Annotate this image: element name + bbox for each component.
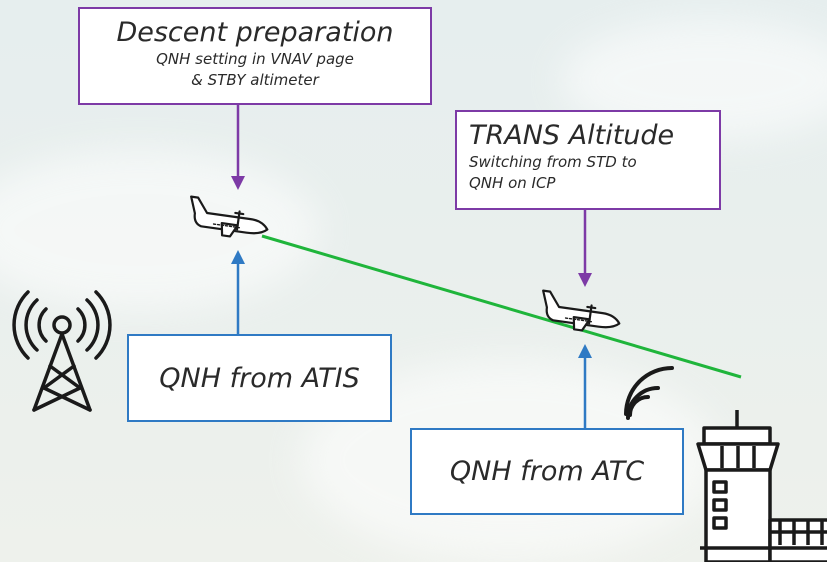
trans-altitude-box: TRANS Altitude Switching from STD to QNH… [455, 110, 721, 210]
radio-waves-icon [624, 366, 674, 420]
aircraft-icon [190, 195, 269, 238]
atc-label: QNH from ATC [449, 456, 645, 487]
trans-line-2: QNH on ICP [469, 174, 556, 192]
atis-arrow [231, 250, 245, 334]
trans-title: TRANS Altitude [469, 120, 675, 151]
descent-preparation-box: Descent preparation QNH setting in VNAV … [78, 7, 432, 105]
descent-line-2: & STBY altimeter [191, 71, 319, 89]
control-tower-icon [696, 410, 827, 562]
trans-line-1: Switching from STD to [469, 153, 637, 171]
descent-arrow [231, 105, 245, 190]
descent-path-line [261, 234, 742, 379]
qnh-atc-box: QNH from ATC [410, 428, 684, 515]
radio-tower-icon [12, 290, 112, 412]
qnh-atis-box: QNH from ATIS [127, 334, 392, 422]
atc-arrow [578, 344, 592, 428]
aircraft-icon [542, 289, 621, 332]
atis-label: QNH from ATIS [159, 362, 360, 394]
descent-line-1: QNH setting in VNAV page [156, 50, 354, 68]
trans-arrow [578, 210, 592, 287]
descent-title: Descent preparation [116, 17, 394, 48]
